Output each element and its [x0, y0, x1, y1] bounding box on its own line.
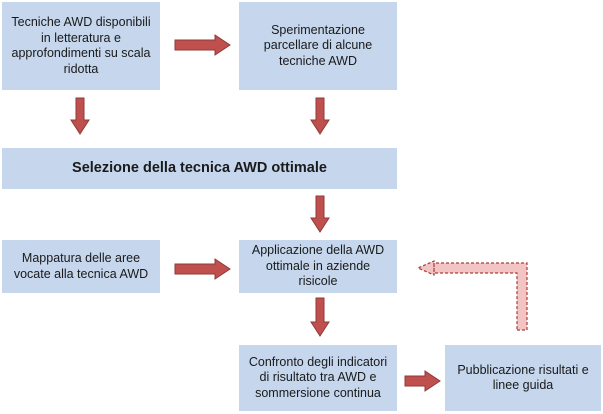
- node-confronto: Confronto degli indicatori di risultato …: [239, 345, 397, 411]
- arrow-selezione-to-applicazione: [310, 195, 330, 233]
- node-applicazione: Applicazione della AWD ottimale in azien…: [239, 240, 397, 293]
- node-sperimentazione: Sperimentazione parcellare di alcune tec…: [239, 2, 397, 90]
- node-mappatura: Mappatura delle aree vocate alla tecnica…: [2, 240, 160, 293]
- node-selezione: Selezione della tecnica AWD ottimale: [2, 148, 397, 189]
- arrow-feedback-pubblicazione-to-applicazione: [416, 260, 528, 331]
- node-tecniche-awd: Tecniche AWD disponibili in letteratura …: [2, 2, 160, 90]
- arrow-confronto-to-pubblicazione: [404, 370, 441, 392]
- node-pubblicazione: Pubblicazione risultati e linee guida: [445, 345, 601, 411]
- arrow-sperimentazione-to-selezione: [310, 97, 330, 135]
- arrow-tecniche-to-selezione: [70, 97, 90, 135]
- arrow-tecniche-to-sperimentazione: [174, 34, 231, 56]
- arrow-applicazione-to-confronto: [310, 297, 330, 337]
- arrow-mappatura-to-applicazione: [174, 258, 231, 280]
